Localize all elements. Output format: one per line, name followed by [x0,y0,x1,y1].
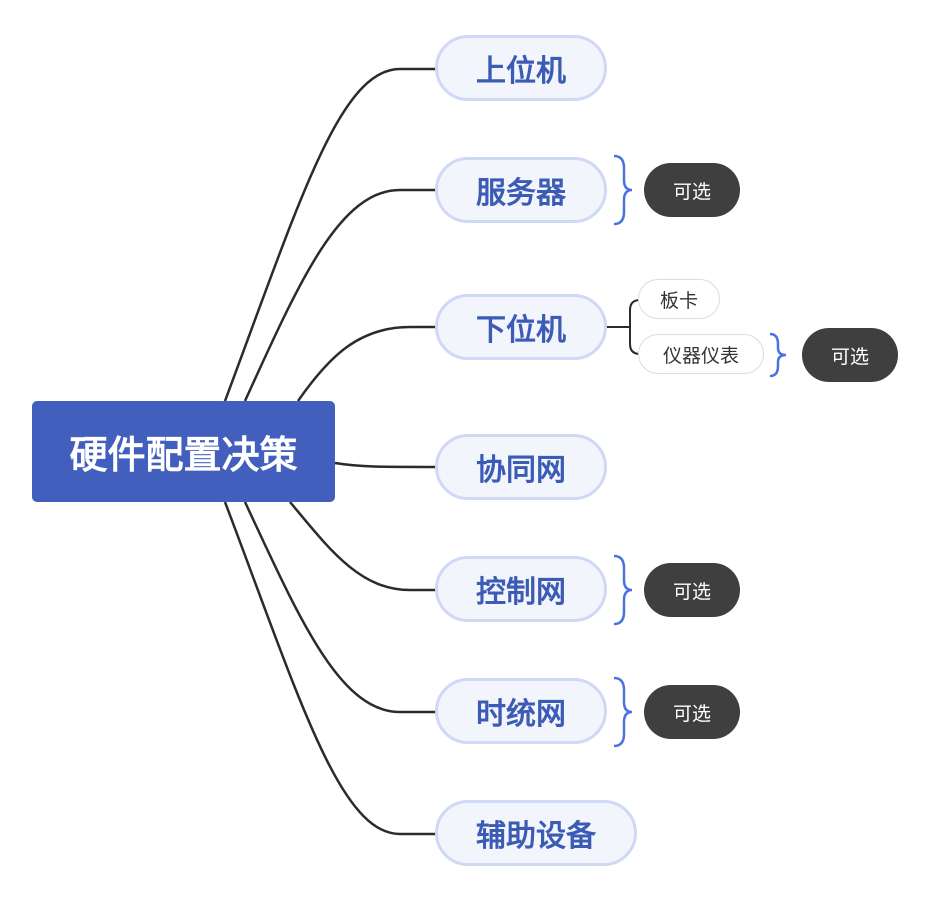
connector-xietongwang [334,461,437,469]
tag-kongzhiwang-optional[interactable]: 可选 [644,563,740,617]
brace-fuwuqi [613,154,633,226]
branch-xietongwang[interactable]: 协同网 [435,434,607,500]
branch-fuzhushebei[interactable]: 辅助设备 [435,800,637,866]
tag-fuwuqi-optional[interactable]: 可选 [644,163,740,217]
connector-fuzhushebei [223,501,436,836]
branch-fuwuqi[interactable]: 服务器 [435,157,607,223]
connector-fuwuqi [243,188,436,402]
branch-shitongwang[interactable]: 时统网 [435,678,607,744]
child-banka[interactable]: 板卡 [638,279,720,319]
branch-xiaweiji[interactable]: 下位机 [435,294,607,360]
tag-shitongwang-optional[interactable]: 可选 [644,685,740,739]
branch-shangweiji[interactable]: 上位机 [435,35,607,101]
connector-shangweiji [223,67,436,402]
connector-kongzhiwang [289,501,436,592]
tag-yiqiyibiao-optional[interactable]: 可选 [802,328,898,382]
brace-kongzhiwang [613,554,633,626]
brace-yiqi [769,332,787,378]
connector-xiaweiji-children [606,299,641,355]
brace-shitongwang [613,676,633,748]
connector-shitongwang [243,501,436,714]
child-yiqiyibiao[interactable]: 仪器仪表 [638,334,764,374]
connector-xiaweiji [296,325,436,402]
root-node[interactable]: 硬件配置决策 [32,401,335,502]
branch-kongzhiwang[interactable]: 控制网 [435,556,607,622]
